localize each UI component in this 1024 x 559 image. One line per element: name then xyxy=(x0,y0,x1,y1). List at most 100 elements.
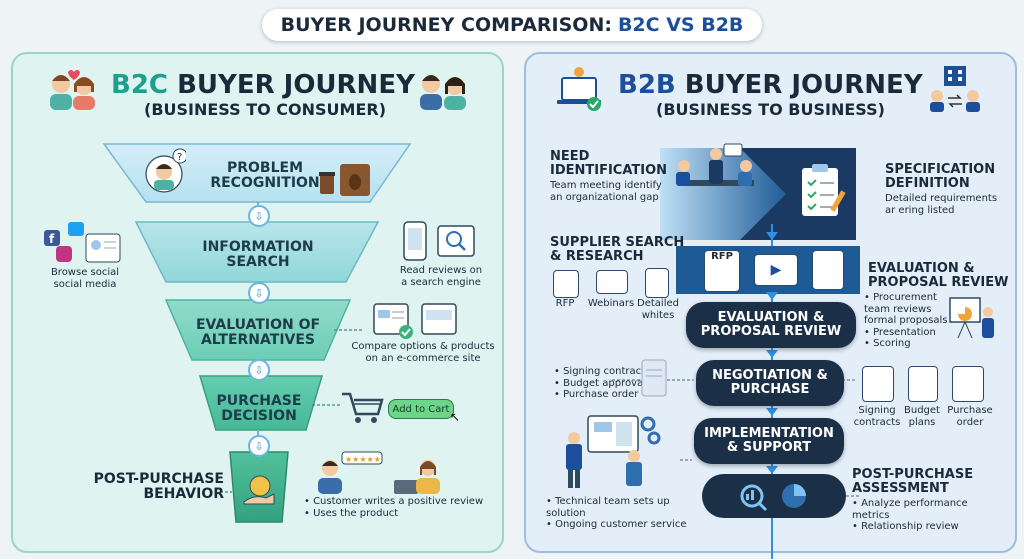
compare-products-icon xyxy=(373,303,457,339)
play-video-icon: ▶ xyxy=(754,254,798,286)
b2b-heading: B2B BUYER JOURNEY xyxy=(618,70,923,100)
svg-text:★★★★★: ★★★★★ xyxy=(345,455,381,464)
coffee-bag-icon xyxy=(319,164,370,196)
bullet: • Presentation xyxy=(864,326,936,338)
b2b-heading-accent: B2B xyxy=(618,70,676,100)
svg-text:?: ? xyxy=(177,152,182,163)
signing-contract-icon xyxy=(862,366,894,402)
stage-label: POST-PURCHASE BEHAVIOR xyxy=(93,471,224,502)
stage-implementation-pill: IMPLEMENTATION & SUPPORT xyxy=(694,418,844,464)
eval-side-bullets: • Procurement team reviews formal propos… xyxy=(864,292,954,350)
phone-search-icon xyxy=(403,221,475,261)
stage-3-band xyxy=(164,299,352,361)
post-bullets: • Analyze performance metrics • Relation… xyxy=(852,498,1002,533)
eval-side-title: EVALUATION & PROPOSAL REVIEW xyxy=(868,261,1009,290)
team-meeting-icon xyxy=(676,143,754,186)
bullet: • Budget approval xyxy=(554,377,646,389)
thinking-person-icon: ? xyxy=(145,148,186,193)
bullet: • Relationship review xyxy=(852,521,959,532)
down-arrow-icon xyxy=(766,466,778,474)
stage-label: PURCHASE DECISION xyxy=(216,393,302,424)
need-arrow xyxy=(660,148,788,240)
contract-scroll-icon xyxy=(641,359,667,397)
stage-label: INFORMATION SEARCH xyxy=(202,239,314,270)
stage-negotiation-pill: NEGOTIATION & PURCHASE xyxy=(696,360,844,406)
spec-desc: Detailed requirements ar ering listed xyxy=(885,193,998,216)
laptop-gear-icon xyxy=(557,67,601,111)
reviews-note: Read reviews on a search engine xyxy=(399,265,483,288)
need-title: NEED IDENTIFICATION xyxy=(550,149,668,178)
down-arrow-icon: ⇩ xyxy=(248,205,270,227)
impl-bullets: • Technical team sets up solution • Ongo… xyxy=(546,496,706,531)
b2c-heading-accent: B2C xyxy=(111,70,168,100)
post-title: POST-PURCHASE ASSESSMENT xyxy=(852,467,974,496)
purchase-order-icon xyxy=(952,366,984,402)
stage-4-band xyxy=(198,375,324,431)
bullet: • Scoring xyxy=(864,338,911,349)
document-icon xyxy=(645,268,669,298)
clipboard-icon xyxy=(802,164,846,216)
cursor-icon: ↖ xyxy=(450,410,461,424)
title-accent: B2C VS B2B xyxy=(617,14,744,36)
bullet: • Signing contracts xyxy=(554,366,651,377)
spec-title: SPECIFICATION DEFINITION xyxy=(885,162,996,191)
down-arrow-icon xyxy=(766,292,778,300)
negotiation-icon-label: Budget plans xyxy=(904,405,940,428)
budget-plan-icon xyxy=(908,366,938,402)
stage-label: EVALUATION & PROPOSAL REVIEW xyxy=(700,310,842,339)
stage-2-band xyxy=(134,221,380,283)
down-arrow-icon: ⇩ xyxy=(248,282,270,304)
post-purchase-bullets: • Customer writes a positive review • Us… xyxy=(304,496,504,519)
rfp-icon: RFP xyxy=(704,250,740,292)
analytics-icon xyxy=(740,484,806,512)
supplier-title: SUPPLIER SEARCH & RESEARCH xyxy=(550,235,685,264)
negotiation-bullets: • Signing contracts • Budget approval • … xyxy=(554,366,664,401)
bullet: • Procurement team reviews formal propos… xyxy=(864,292,948,326)
stage-evaluation-pill: EVALUATION & PROPOSAL REVIEW xyxy=(686,302,856,348)
title-main: BUYER JOURNEY COMPARISON: xyxy=(280,14,612,36)
shopping-cart-icon xyxy=(342,392,384,423)
need-desc: Team meeting identify an organizational … xyxy=(550,180,662,203)
b2c-heading: B2C BUYER JOURNEY xyxy=(111,70,415,100)
social-media-icon: f xyxy=(44,222,121,263)
tech-team-icon xyxy=(566,415,661,488)
rfp-doc-icon xyxy=(553,270,579,298)
office-exchange-icon xyxy=(930,66,980,112)
negotiation-icon-label: Signing contracts xyxy=(853,405,901,428)
bullet: • Analyze performance metrics xyxy=(852,498,968,521)
b2b-subheading: (BUSINESS TO BUSINESS) xyxy=(656,100,885,119)
hand-gift-icon xyxy=(243,475,275,505)
stage-label: IMPLEMENTATION & SUPPORT xyxy=(704,426,834,455)
supplier-icon-label: RFP xyxy=(555,298,575,309)
bullet: • Customer writes a positive review xyxy=(304,496,484,507)
stage-label: PROBLEM RECOGNITION xyxy=(210,160,320,191)
b2c-subheading: (BUSINESS TO CONSUMER) xyxy=(144,100,387,119)
down-arrow-icon xyxy=(766,408,778,416)
b2b-heading-rest: BUYER JOURNEY xyxy=(684,70,923,100)
b2c-heading-rest: BUYER JOURNEY xyxy=(177,70,415,100)
bullet: • Purchase order xyxy=(554,389,639,400)
compare-note: Compare options & products on an e-comme… xyxy=(351,341,495,364)
presentation-icon xyxy=(949,297,994,339)
bullet: • Uses the product xyxy=(304,507,399,519)
page-title: BUYER JOURNEY COMPARISON: B2C VS B2B xyxy=(262,9,762,41)
svg-text:f: f xyxy=(49,232,55,246)
down-arrow-icon: ⇩ xyxy=(248,435,270,457)
down-arrow-icon: ⇩ xyxy=(248,359,270,381)
review-people-icon: ★★★★★ xyxy=(318,451,440,494)
report-icon xyxy=(812,250,844,290)
browse-note: Browse social social media xyxy=(50,267,120,290)
stage-label: EVALUATION OF ALTERNATIVES xyxy=(195,317,321,348)
post-purchase-pill xyxy=(702,474,846,518)
couple-icon xyxy=(50,70,95,110)
supplier-icon-label: Webinars xyxy=(587,298,635,309)
supplier-icon-label: Detailed whites xyxy=(637,298,679,321)
webinar-screen-icon xyxy=(596,270,628,294)
friends-icon xyxy=(420,75,466,110)
bullet: • Technical team sets up solution xyxy=(546,496,670,519)
down-arrow-icon xyxy=(766,350,778,358)
stage-label: NEGOTIATION & PURCHASE xyxy=(712,368,828,397)
negotiation-icon-label: Purchase order xyxy=(947,405,993,428)
add-to-cart-button[interactable]: Add to Cart xyxy=(388,399,454,419)
down-arrow-icon xyxy=(766,232,778,240)
